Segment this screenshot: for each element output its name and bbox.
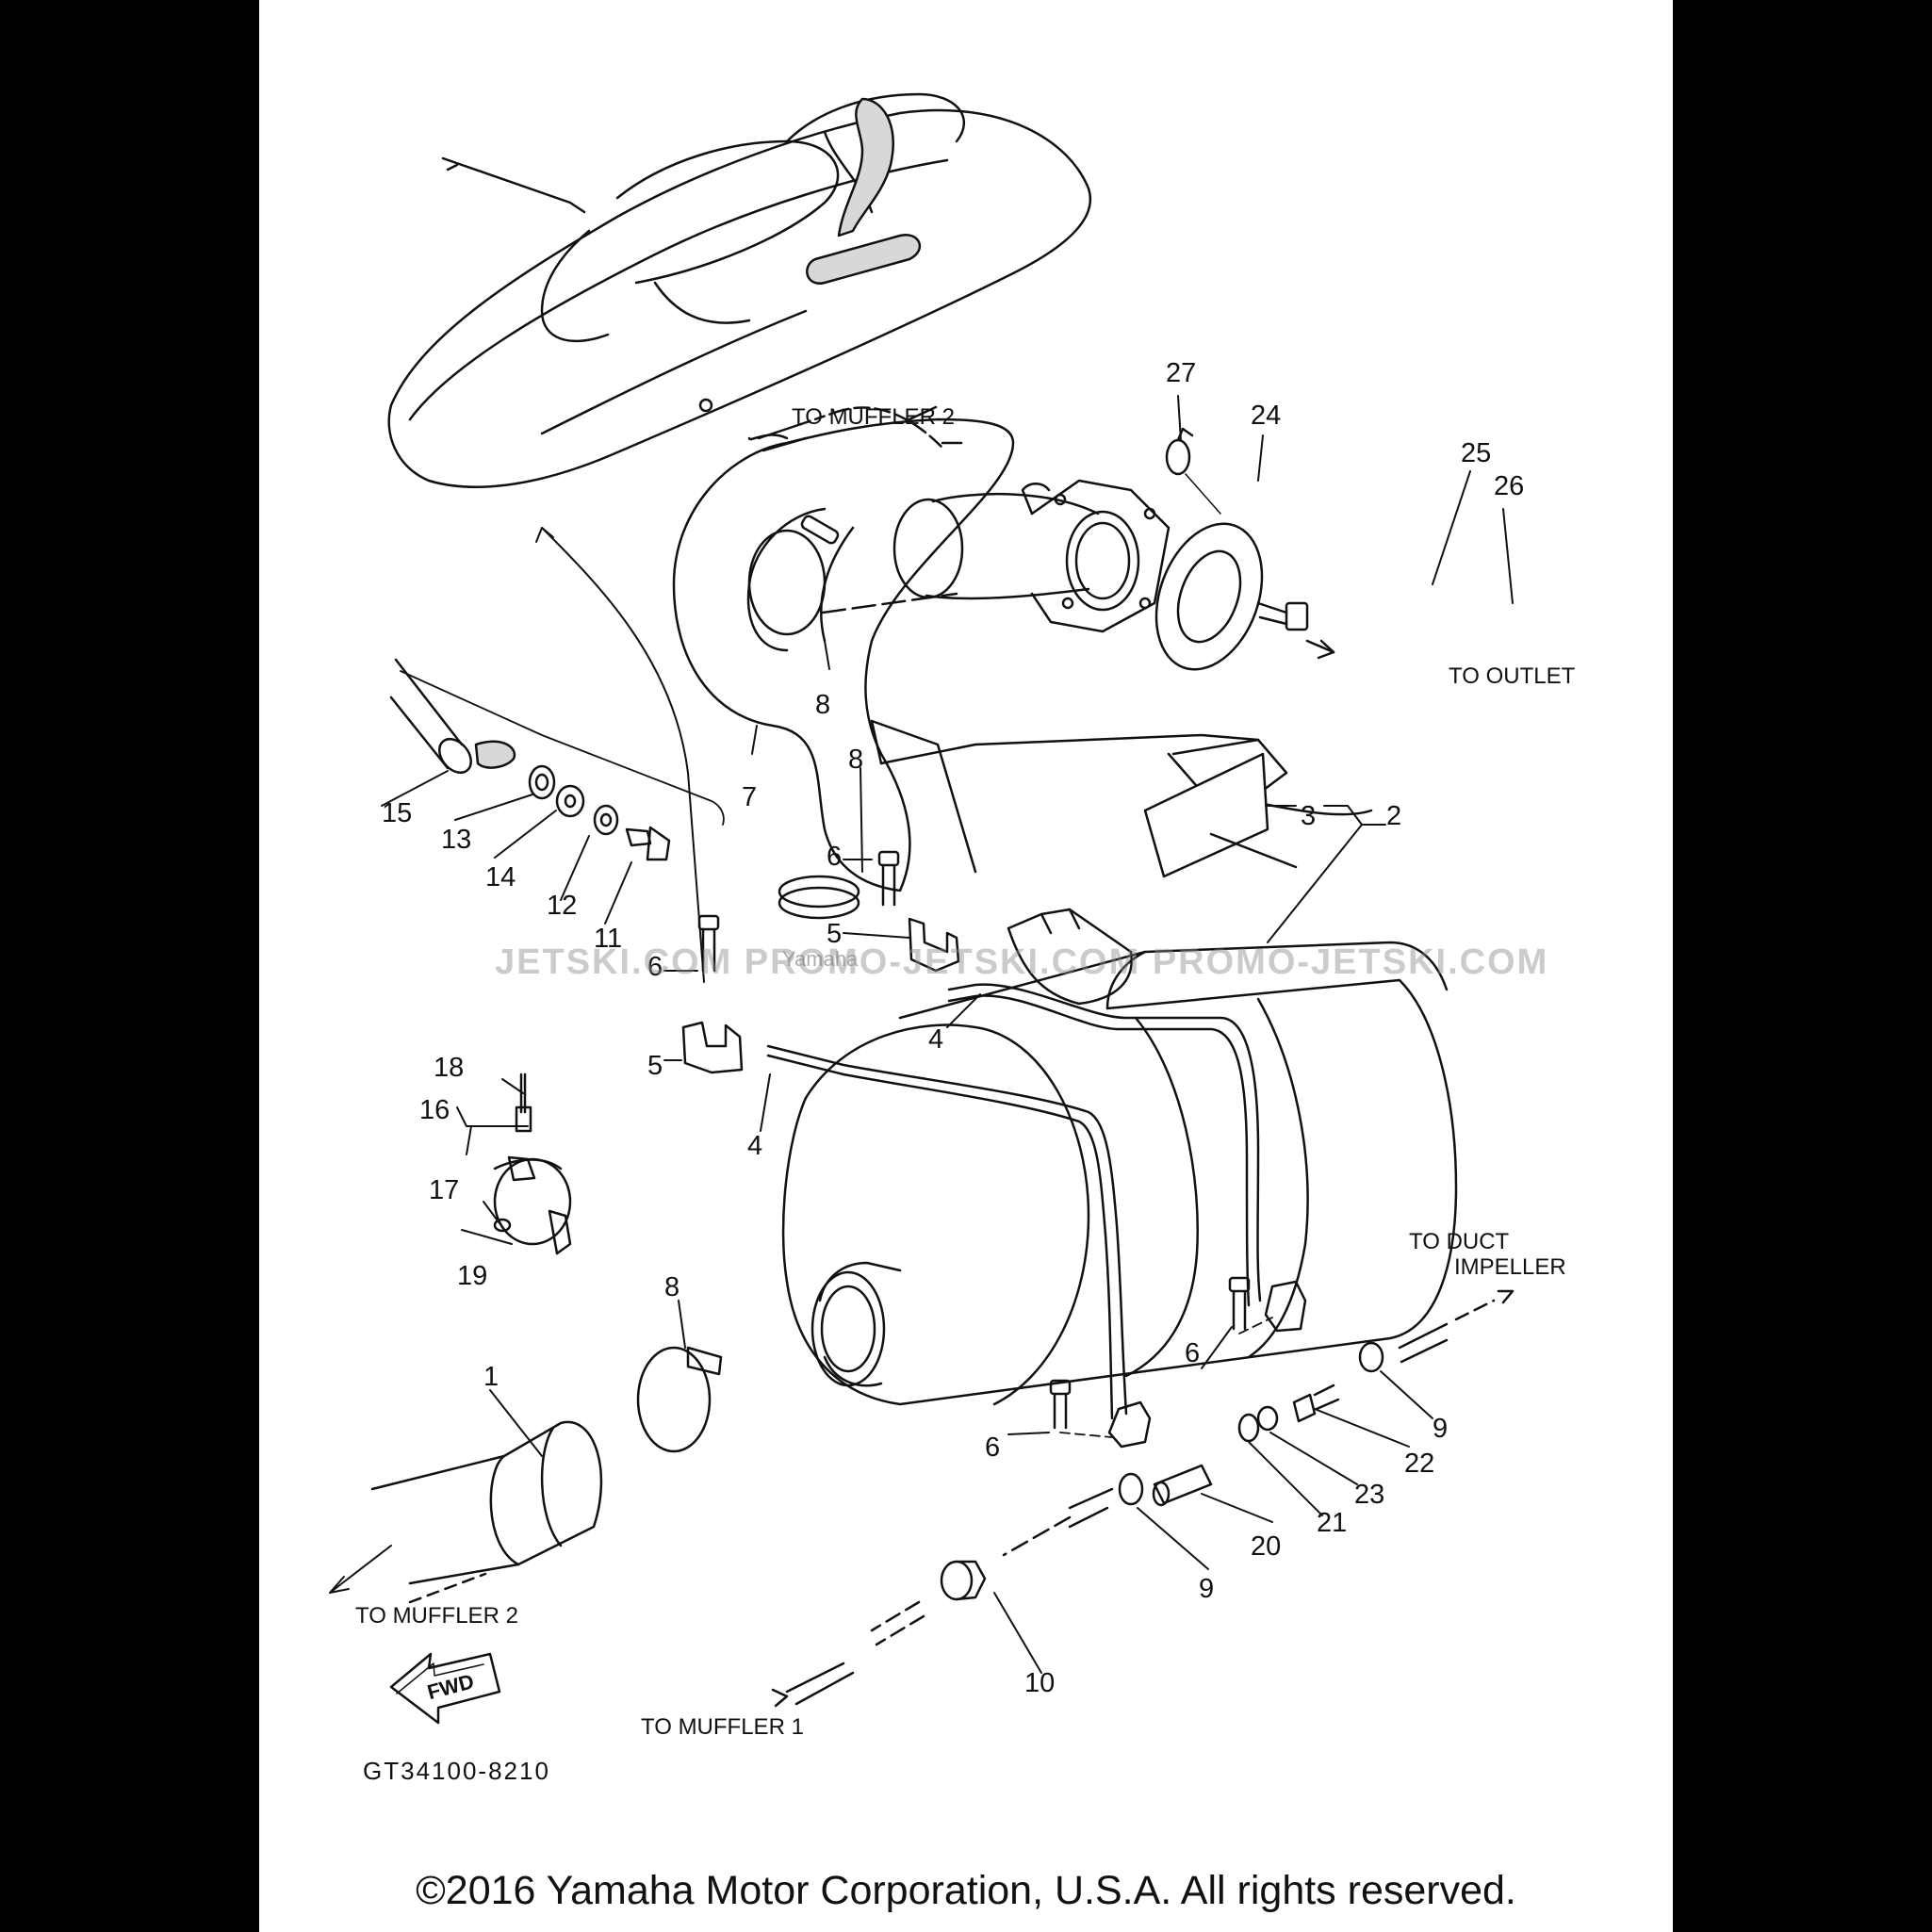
callout-5-a: 5 bbox=[827, 919, 842, 949]
bolt-26 bbox=[1256, 601, 1335, 660]
bracket-5-lower bbox=[681, 1021, 744, 1074]
callout-6-c: 6 bbox=[1185, 1338, 1200, 1368]
bracket-5-upper bbox=[908, 917, 960, 973]
watermark-text: JETSKI.COM PROMO-JETSKI.COM PROMO-JETSKI… bbox=[495, 942, 1549, 982]
callout-27: 27 bbox=[1166, 358, 1196, 388]
fwd-arrow-icon bbox=[389, 1652, 501, 1725]
note-impeller: IMPELLER bbox=[1454, 1254, 1566, 1280]
exhaust-assembly-diagram: 27 24 25 26 8 7 8 3 2 15 13 14 12 11 6 5… bbox=[329, 92, 1576, 1785]
note-to-muffler-2-top: TO MUFFLER 2 bbox=[792, 404, 955, 430]
muffler-joint-1 bbox=[329, 1420, 603, 1604]
joint-pipe-24 bbox=[892, 479, 1171, 633]
callout-6-a: 6 bbox=[827, 842, 842, 872]
fitting-parts-11-14 bbox=[400, 670, 725, 861]
callout-26: 26 bbox=[1494, 471, 1524, 501]
hose-10 bbox=[771, 1560, 987, 1708]
watercraft-illustration bbox=[387, 92, 1091, 983]
callout-22: 22 bbox=[1404, 1449, 1434, 1479]
muffler-2 bbox=[781, 719, 1458, 1406]
watermark-small-text: Yamaha bbox=[782, 947, 859, 971]
callout-9-upper: 9 bbox=[1433, 1414, 1448, 1444]
callout-14: 14 bbox=[485, 862, 516, 892]
callout-7: 7 bbox=[742, 782, 757, 812]
callout-4-b: 4 bbox=[747, 1131, 762, 1161]
callout-20: 20 bbox=[1251, 1531, 1281, 1562]
callout-16: 16 bbox=[419, 1095, 450, 1125]
muffler-panel-3 bbox=[1143, 752, 1298, 878]
hose-9-upper bbox=[1358, 1289, 1514, 1373]
callout-8-upper: 8 bbox=[815, 690, 830, 720]
callout-23: 23 bbox=[1354, 1480, 1384, 1510]
gasket-25 bbox=[1154, 522, 1264, 671]
callout-1: 1 bbox=[483, 1362, 499, 1392]
hose-15 bbox=[389, 658, 516, 775]
note-to-duct: TO DUCT bbox=[1409, 1229, 1510, 1254]
callout-24: 24 bbox=[1251, 401, 1281, 431]
callout-2: 2 bbox=[1386, 801, 1401, 831]
note-to-muffler-1: TO MUFFLER 1 bbox=[641, 1714, 804, 1740]
hose-clamp-8-upper bbox=[747, 515, 840, 636]
callout-numbers: 27 24 25 26 8 7 8 3 2 15 13 14 12 11 6 5… bbox=[382, 358, 1524, 1698]
clamp-assembly-16 bbox=[493, 1072, 572, 1255]
callout-12: 12 bbox=[547, 891, 577, 921]
hose-and-clamp-27 bbox=[747, 405, 1221, 515]
callout-9-lower: 9 bbox=[1199, 1574, 1214, 1604]
fitting-20-23 bbox=[1152, 1384, 1340, 1507]
bolt-6 bbox=[697, 850, 1273, 1438]
callout-15: 15 bbox=[382, 798, 412, 828]
callout-21: 21 bbox=[1317, 1508, 1347, 1538]
callout-4-a: 4 bbox=[928, 1024, 943, 1055]
callout-6-b: 6 bbox=[647, 952, 663, 982]
diagram-code: GT34100-8210 bbox=[363, 1757, 550, 1785]
callout-6-d: 6 bbox=[985, 1433, 1000, 1463]
hose-clamp-8-middle bbox=[778, 875, 860, 920]
callout-leaders bbox=[381, 395, 1514, 1674]
callout-17: 17 bbox=[429, 1175, 459, 1205]
callout-18: 18 bbox=[434, 1053, 464, 1083]
callout-11: 11 bbox=[594, 924, 622, 954]
note-to-outlet: TO OUTLET bbox=[1449, 663, 1576, 689]
callout-5-b: 5 bbox=[647, 1051, 663, 1081]
hose-clamp-8-lower bbox=[636, 1346, 723, 1453]
callout-3: 3 bbox=[1301, 801, 1316, 831]
hose-9-lower bbox=[1002, 1472, 1144, 1557]
callout-19: 19 bbox=[457, 1261, 487, 1291]
flow-notes: TO MUFFLER 2 TO OUTLET TO DUCT IMPELLER … bbox=[355, 404, 1576, 1785]
callout-10: 10 bbox=[1024, 1668, 1055, 1698]
callout-25: 25 bbox=[1461, 438, 1491, 468]
exhaust-pipe-7 bbox=[672, 418, 1015, 892]
bracket-lower-left bbox=[1107, 1280, 1307, 1449]
parts-diagram-sheet: 27 24 25 26 8 7 8 3 2 15 13 14 12 11 6 5… bbox=[259, 0, 1673, 1932]
callout-8-middle: 8 bbox=[848, 745, 863, 775]
callout-13: 13 bbox=[441, 825, 471, 855]
band-4 bbox=[766, 983, 1262, 1420]
callout-8-lower: 8 bbox=[664, 1272, 679, 1302]
note-to-muffler-2-bottom: TO MUFFLER 2 bbox=[355, 1603, 518, 1629]
copyright-notice: ©2016 Yamaha Motor Corporation, U.S.A. A… bbox=[416, 1868, 1516, 1913]
